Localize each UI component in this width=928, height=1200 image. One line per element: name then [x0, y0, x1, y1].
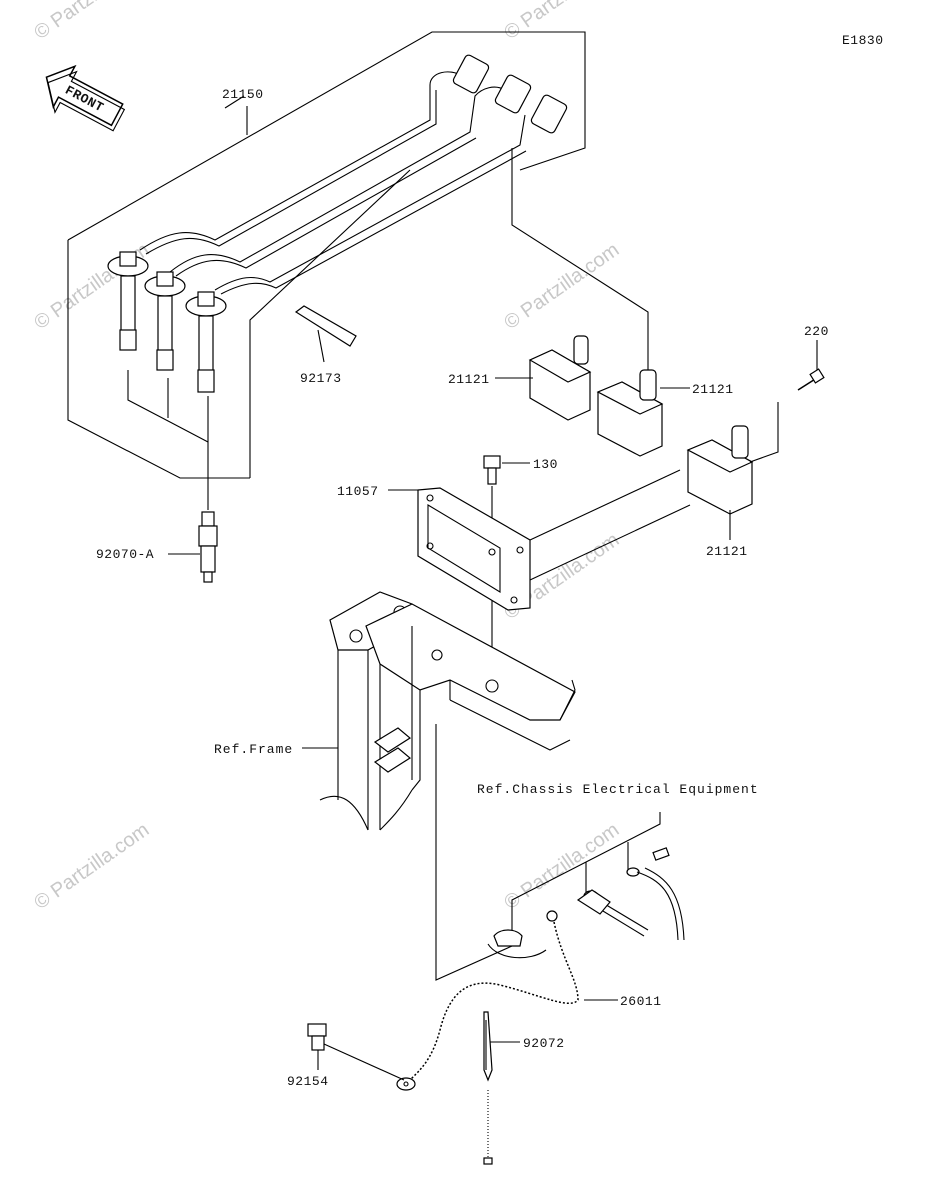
cable-set-assembly	[67, 31, 586, 510]
watermark: © Partzilla.com	[30, 819, 153, 914]
callout-92072: 92072	[523, 1036, 565, 1051]
plug-cap-cover	[294, 305, 357, 363]
callout-21121-b: 21121	[692, 382, 734, 397]
ignition-coil	[596, 369, 664, 457]
ref-frame-label: Ref.Frame	[214, 742, 293, 757]
ref-chassis-electrical-label: Ref.Chassis Electrical Equipment	[477, 782, 759, 797]
clamp-band	[483, 1011, 493, 1165]
watermark: © Partzilla.com	[30, 0, 153, 44]
callout-11057: 11057	[337, 484, 379, 499]
callout-21150: 21150	[222, 87, 264, 102]
callout-26011: 26011	[620, 994, 662, 1009]
callout-130: 130	[533, 457, 558, 472]
watermark: © Partzilla.com	[500, 239, 623, 334]
plug-cap	[185, 291, 227, 393]
bolt	[483, 455, 501, 485]
flange-bolt	[307, 1023, 405, 1081]
callout-21121-a: 21121	[448, 372, 490, 387]
screw	[797, 368, 825, 391]
callout-21121-c: 21121	[706, 544, 748, 559]
watermark: © Partzilla.com	[500, 0, 623, 44]
plug-cap	[144, 271, 186, 371]
ignition-coil	[686, 425, 754, 515]
callout-92173: 92173	[300, 371, 342, 386]
plug-cap	[107, 251, 149, 351]
ground-terminals	[487, 847, 685, 959]
callout-92154: 92154	[287, 1074, 329, 1089]
coil-bracket	[417, 487, 531, 611]
ground-lead	[396, 910, 579, 1091]
callout-92070-a: 92070-A	[96, 547, 154, 562]
diagram-code: E1830	[842, 33, 884, 48]
front-arrow-icon: FRONT	[45, 64, 126, 132]
ignition-coil	[528, 335, 592, 421]
callout-220: 220	[804, 324, 829, 339]
frame-section	[319, 591, 576, 831]
spark-plug	[168, 511, 218, 583]
